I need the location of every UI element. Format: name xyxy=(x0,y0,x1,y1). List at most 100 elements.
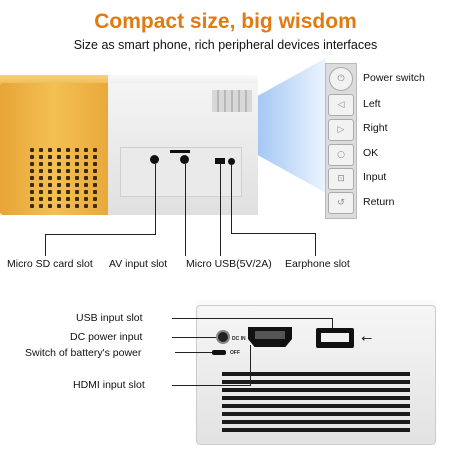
grill-hole xyxy=(93,204,97,208)
grill-hole xyxy=(75,155,79,159)
off-mark: OFF xyxy=(230,350,240,356)
grill-hole xyxy=(57,148,61,152)
left-arrow-icon: ◁ xyxy=(337,100,345,110)
return-icon: ↺ xyxy=(337,198,345,208)
page-title: Compact size, big wisdom xyxy=(94,10,357,33)
grill-hole xyxy=(66,162,70,166)
av-port xyxy=(180,155,189,164)
grill-hole xyxy=(75,162,79,166)
label-right: Right xyxy=(363,122,388,134)
leader-hdmi-v xyxy=(250,345,251,386)
grill-hole xyxy=(57,176,61,180)
grill-hole xyxy=(48,204,52,208)
grill-hole xyxy=(75,197,79,201)
grill-hole xyxy=(75,190,79,194)
grill-hole xyxy=(48,169,52,173)
grill-hole xyxy=(93,148,97,152)
input-icon: ⊡ xyxy=(337,174,345,184)
grill-hole xyxy=(66,197,70,201)
grill-hole xyxy=(66,169,70,173)
grill-hole xyxy=(84,197,88,201)
grill-hole xyxy=(84,190,88,194)
vent-slot xyxy=(222,396,410,400)
earphone-port xyxy=(228,158,235,165)
grill-hole xyxy=(30,190,34,194)
grill-hole xyxy=(66,155,70,159)
grill-hole xyxy=(48,148,52,152)
left-button[interactable]: ◁ xyxy=(328,94,354,116)
grill-hole xyxy=(39,190,43,194)
grill-hole xyxy=(75,148,79,152)
label-hdmi: HDMI input slot xyxy=(73,379,145,391)
leader-sd-h xyxy=(45,234,156,235)
grill-hole xyxy=(30,148,34,152)
label-input: Input xyxy=(363,171,387,183)
vent-slot xyxy=(222,372,410,376)
leader-sd xyxy=(155,164,156,234)
grill-hole xyxy=(93,183,97,187)
grill-hole xyxy=(66,183,70,187)
grill-hole xyxy=(84,176,88,180)
grill-hole xyxy=(93,176,97,180)
sd-card-port xyxy=(150,155,159,164)
label-ok: OK xyxy=(363,147,379,159)
hdmi-port-inner xyxy=(255,331,285,339)
projector-yellow-side xyxy=(0,83,108,215)
grill-hole xyxy=(93,197,97,201)
input-button[interactable]: ⊡ xyxy=(328,168,354,190)
battery-switch[interactable] xyxy=(212,350,226,355)
grill-hole xyxy=(39,197,43,201)
grill-hole xyxy=(93,162,97,166)
grill-hole xyxy=(75,169,79,173)
label-left: Left xyxy=(363,98,381,110)
vent-slot xyxy=(222,388,410,392)
leader-usb-input xyxy=(172,318,332,319)
grill-hole xyxy=(39,176,43,180)
page-subtitle: Size as smart phone, rich peripheral dev… xyxy=(73,38,378,52)
right-button[interactable]: ▷ xyxy=(328,119,354,141)
grill-hole xyxy=(57,155,61,159)
grill-hole xyxy=(48,176,52,180)
grill-hole xyxy=(84,148,88,152)
grill-hole xyxy=(84,169,88,173)
label-power-switch: Power switch xyxy=(363,72,425,84)
label-return: Return xyxy=(363,196,395,208)
grill-hole xyxy=(66,190,70,194)
dc-power-port xyxy=(216,330,230,344)
vent-slot xyxy=(222,428,410,432)
grill-hole xyxy=(93,155,97,159)
grill-hole xyxy=(66,204,70,208)
label-micro-usb: Micro USB(5V/2A) xyxy=(186,258,272,270)
label-dc-power: DC power input xyxy=(70,331,143,343)
ok-button[interactable]: ○ xyxy=(328,144,354,166)
label-av: AV input slot xyxy=(109,258,168,270)
grill-hole xyxy=(39,169,43,173)
grill-hole xyxy=(57,162,61,166)
grill-hole xyxy=(39,148,43,152)
grill-hole xyxy=(30,169,34,173)
leader-earphone xyxy=(231,165,232,233)
leader-av xyxy=(185,164,186,256)
grill-hole xyxy=(84,183,88,187)
grill-hole xyxy=(84,155,88,159)
usb-icon: ⭠ xyxy=(361,330,373,346)
grill-hole xyxy=(84,204,88,208)
label-micro-sd: Micro SD card slot xyxy=(7,258,93,270)
grill-hole xyxy=(30,176,34,180)
grill-hole xyxy=(48,197,52,201)
power-button[interactable]: ⏻ xyxy=(329,67,353,91)
leader-earphone-v2 xyxy=(315,233,316,256)
grill-hole xyxy=(57,169,61,173)
grill-hole xyxy=(84,162,88,166)
grill-hole xyxy=(30,183,34,187)
grill-hole xyxy=(39,162,43,166)
vent-slot xyxy=(222,380,410,384)
grill-hole xyxy=(30,155,34,159)
leader-dc xyxy=(172,337,216,338)
right-arrow-icon: ▷ xyxy=(337,125,345,135)
grill-hole xyxy=(48,162,52,166)
grill-hole xyxy=(39,183,43,187)
vent-slot xyxy=(222,420,410,424)
vent-slot xyxy=(222,404,410,408)
return-button[interactable]: ↺ xyxy=(328,192,354,214)
